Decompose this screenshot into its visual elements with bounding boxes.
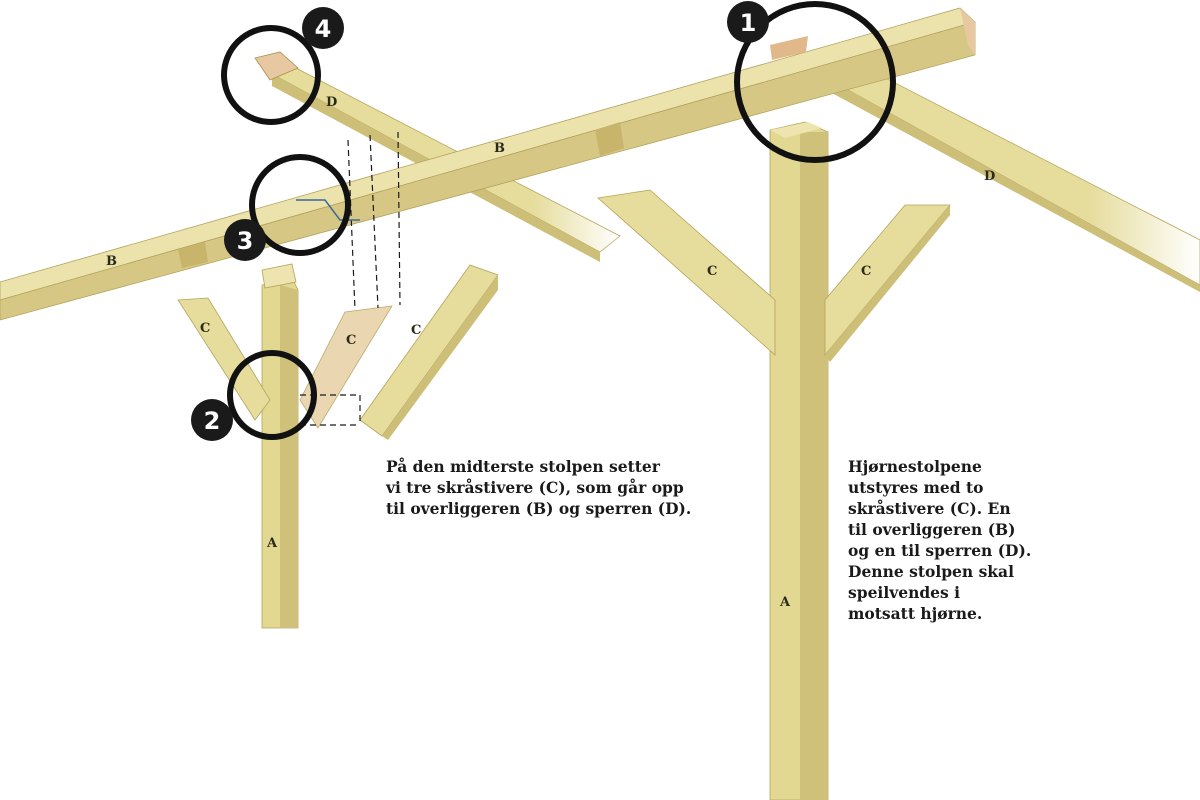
label-brace-left-3: C [411, 323, 421, 338]
detail-circles [221, 1, 896, 440]
detail-circle-2 [227, 350, 317, 440]
badge-2: 2 [191, 399, 233, 441]
notch-detail-line [296, 199, 360, 221]
badge-3: 3 [224, 219, 266, 261]
label-brace-left-2: C [346, 333, 356, 348]
label-post-left: A [266, 536, 278, 551]
badge-1: 1 [727, 1, 769, 43]
label-beam-left: B [106, 254, 117, 269]
detail-circle-3 [249, 154, 351, 256]
label-rafter-right: D [984, 169, 995, 184]
post-right [769, 121, 829, 800]
post-left [261, 263, 299, 629]
detail-circle-1 [734, 1, 896, 163]
svg-text:4: 4 [315, 15, 332, 43]
caption-middle-post: På den midterste stolpen setter vi tre s… [386, 457, 692, 518]
label-post-right: A [779, 595, 791, 610]
left-braces [177, 264, 499, 440]
detail-circle-4 [221, 25, 321, 125]
label-brace-right-1: C [707, 264, 717, 279]
label-beam-mid: B [494, 141, 505, 156]
rafter-end-grain [254, 51, 299, 81]
beam-end-grain [960, 8, 975, 55]
beam-joint-notch [595, 122, 624, 156]
label-brace-left-1: C [200, 321, 210, 336]
right-braces [597, 189, 951, 362]
svg-text:2: 2 [204, 407, 221, 435]
svg-text:3: 3 [237, 227, 254, 255]
svg-text:1: 1 [740, 9, 757, 37]
beam-joint-notch [178, 242, 208, 268]
caption-corner-post: Hjørnestolpene utstyres med to skråstive… [848, 457, 1032, 623]
badge-4: 4 [302, 7, 344, 49]
label-rafter-left: D [326, 95, 337, 110]
beam-lap-notch [770, 36, 808, 60]
dashed-guides [300, 131, 401, 426]
label-brace-right-2: C [861, 264, 871, 279]
